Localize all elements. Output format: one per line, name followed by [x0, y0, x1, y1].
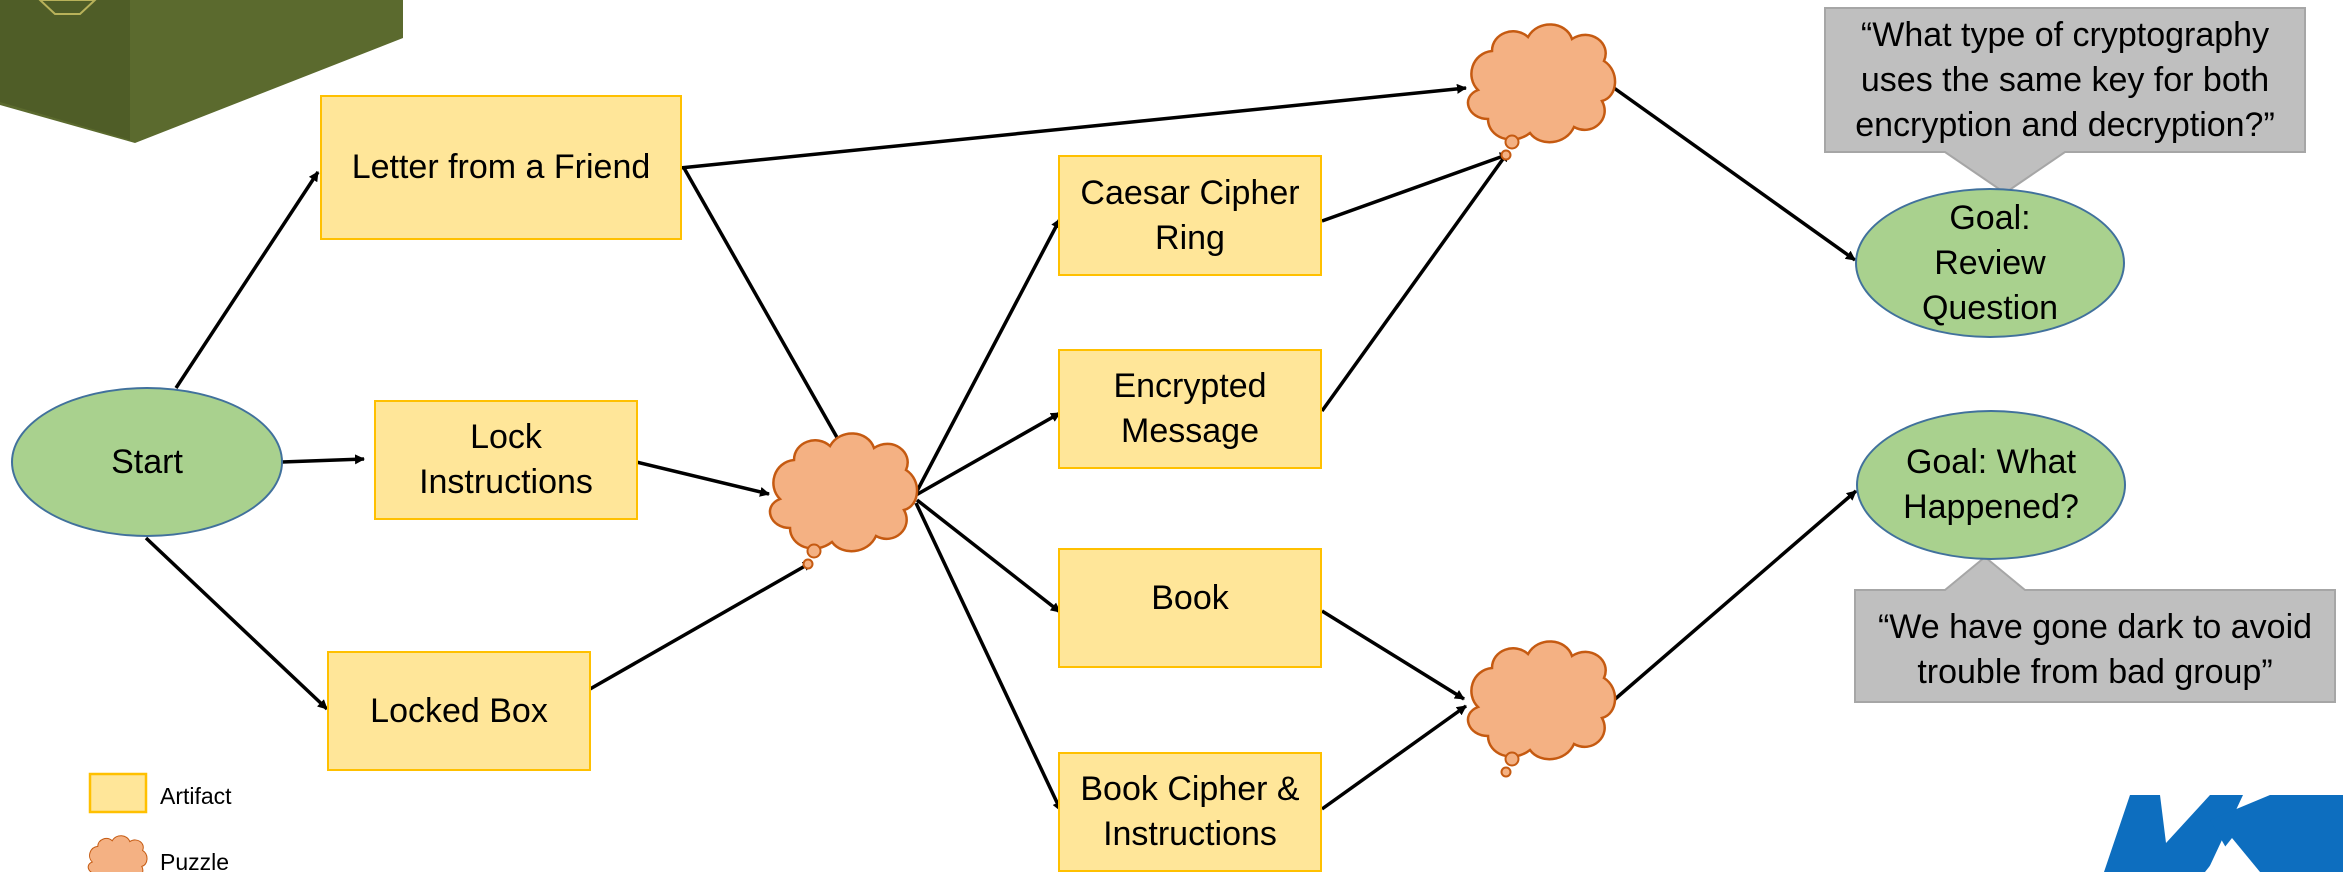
- uah-logo-fragment: [2104, 795, 2343, 872]
- callout-bubble-happened: [1854, 555, 2336, 703]
- puzzle-cloud-2: [1466, 23, 1617, 161]
- start-node: Start: [11, 387, 283, 537]
- connector-start-box: [144, 536, 329, 711]
- artifact-encrypted-message: Encrypted Message: [1058, 349, 1322, 469]
- connector-lock-puzzle1: [627, 458, 770, 497]
- connector-start-lock: [281, 454, 365, 465]
- connector-puzzle3-goal-happened: [1612, 489, 1858, 702]
- legend-artifact-swatch: [88, 772, 148, 814]
- legend-artifact-label: Artifact: [160, 783, 232, 809]
- connector-box-puzzle1: [589, 560, 813, 691]
- green-box-graphic: [0, 0, 403, 143]
- callout-review-text: “What type of cryptography uses the same…: [1855, 15, 2275, 144]
- callout-bubble-review: [1824, 7, 2306, 195]
- artifact-caesar-cipher-ring: Caesar Cipher Ring: [1058, 155, 1322, 276]
- artifact-book-cipher-instructions: Book Cipher & Instructions: [1058, 752, 1322, 872]
- connector-puzzle1-bookcipher: [914, 502, 1063, 812]
- connector-letter-puzzle1: [682, 167, 845, 449]
- connector-letter-puzzle2: [679, 83, 1467, 170]
- connector-puzzle1-encrypted: [915, 411, 1061, 497]
- connector-puzzle1-book: [915, 498, 1062, 614]
- artifact-letter-from-friend: Letter from a Friend: [320, 95, 682, 240]
- connectors: [144, 83, 1858, 812]
- legend-puzzle-label: Puzzle: [160, 849, 230, 875]
- connector-caesar-puzzle2: [1321, 152, 1510, 223]
- connector-start-letter: [174, 171, 320, 389]
- puzzle-cloud-1: [768, 432, 919, 570]
- connector-puzzle2-goal-review: [1612, 86, 1857, 262]
- legend-puzzle-swatch: [87, 835, 148, 872]
- artifact-book: Book: [1058, 548, 1322, 668]
- connector-puzzle1-caesar: [914, 218, 1062, 494]
- artifact-lock-instructions: Lock Instructions: [374, 400, 638, 520]
- callout-happened-text: “We have gone dark to avoid trouble from…: [1877, 608, 2313, 691]
- connector-encrypted-puzzle2: [1320, 150, 1510, 413]
- goal-review-question: Goal: Review Question: [1855, 188, 2125, 338]
- goal-what-happened: Goal: What Happened?: [1856, 410, 2126, 560]
- connector-book-puzzle3: [1321, 609, 1465, 701]
- artifact-locked-box: Locked Box: [327, 651, 591, 771]
- connector-bookcipher-puzzle3: [1320, 704, 1468, 811]
- puzzle-cloud-3: [1466, 640, 1617, 778]
